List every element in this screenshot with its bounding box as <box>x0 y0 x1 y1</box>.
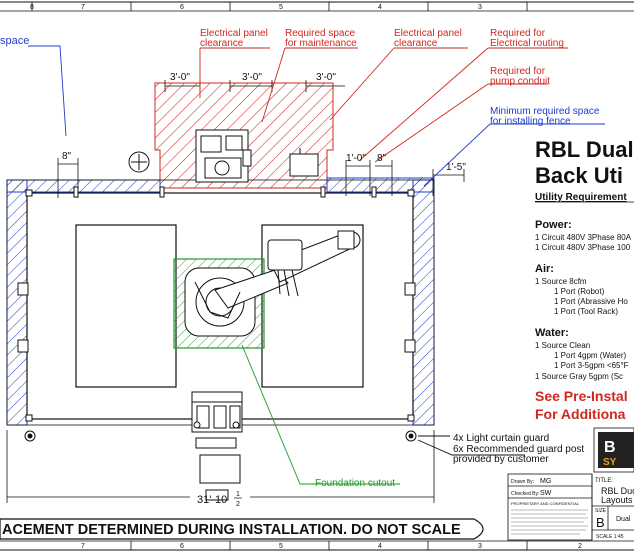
power-item: 1 Circuit 480V 3Phase 100 <box>535 243 631 252</box>
confidential-fine-print <box>511 509 588 535</box>
callout-electrical-routing: Electrical routing <box>490 38 564 49</box>
logo-bottom: SY <box>603 457 617 468</box>
power-item: 1 Circuit 480V 3Phase 80A <box>535 233 632 242</box>
fence-zone-left <box>6 179 28 426</box>
size-value: B <box>596 515 605 530</box>
callout-guard-post: provided by customer <box>453 454 549 465</box>
dimension-label: 8" <box>62 151 72 162</box>
drawn-by-value: MG <box>540 478 551 485</box>
col-number: 5 <box>279 543 283 550</box>
drawn-by-label: Drawn By: <box>511 479 534 485</box>
col-number: 3 <box>478 543 482 550</box>
callout-guard-post: 6x Recommended guard post <box>453 444 584 455</box>
callout-light-curtain: 4x Light curtain guard <box>453 433 549 444</box>
callout-panel-clearance-right: Electrical panel <box>394 28 462 39</box>
size-label: SIZE <box>595 508 607 514</box>
water-source: 1 Source Clean <box>535 341 590 350</box>
confidential-heading: PROPRIETARY AND CONFIDENTIAL <box>511 501 580 506</box>
utility-requirements: RBL Dual Back Uti Utility Requirement Po… <box>535 137 634 422</box>
callout-panel-clearance-right: clearance <box>394 38 438 49</box>
col-number: 4 <box>378 543 382 550</box>
placement-banner: ACEMENT DETERMINED DURING INSTALLATION. … <box>0 518 484 540</box>
title-value: RBL Duc <box>601 486 634 496</box>
col-number: 2 <box>578 543 582 550</box>
overall-dimension-fraction: 2 <box>236 501 240 508</box>
col-number: 8 <box>30 4 34 11</box>
water-heading: Water: <box>535 327 569 339</box>
air-heading: Air: <box>535 263 554 275</box>
fence-zone-right <box>412 179 435 426</box>
banner-text: ACEMENT DETERMINED DURING INSTALLATION. … <box>2 522 461 538</box>
title-label: TITLE: <box>595 478 613 484</box>
callout-left-space: space <box>0 35 29 47</box>
work-table-left <box>75 224 177 388</box>
col-number: 6 <box>180 4 184 11</box>
dimension-label: 3'-0" <box>242 72 262 83</box>
title-value: Layouts <box>601 495 633 505</box>
see-note: See Pre-Instal <box>535 388 628 404</box>
callout-text-group: space Electrical panel clearance Require… <box>0 28 600 489</box>
water-item: 1 Port 3-5gpm <65°F <box>554 361 629 370</box>
dimension-label: 8" <box>377 153 387 164</box>
leader-line-green <box>241 344 400 485</box>
col-number: 6 <box>180 543 184 550</box>
callout-fence-space: Minimum required space <box>490 106 600 117</box>
dimension-lines <box>6 80 465 503</box>
water-gray: 1 Source Gray 5gpm (Sc <box>535 372 623 381</box>
title-line-1: RBL Dual <box>535 137 634 162</box>
robot <box>184 230 361 337</box>
title-line-2: Back Uti <box>535 163 623 188</box>
compressor <box>128 151 150 173</box>
overall-dimension: 31'-10 <box>197 494 227 506</box>
logo-box <box>598 432 634 468</box>
dimension-label: 1'-5" <box>446 162 466 173</box>
col-number: 7 <box>81 4 85 11</box>
callout-foundation: Foundation cutout <box>315 478 395 489</box>
col-number: 7 <box>81 543 85 550</box>
col-number: 4 <box>378 4 382 11</box>
dwg-value: Dual <box>616 516 631 523</box>
air-item: 1 Port (Tool Rack) <box>554 307 618 316</box>
dimension-text-group: 3'-0" 3'-0" 3'-0" 8" 1'-0" 8" 1'-5" 31'-… <box>62 72 466 508</box>
callout-panel-clearance-left: clearance <box>200 38 244 49</box>
power-heading: Power: <box>535 219 572 231</box>
see-note: For Additiona <box>535 406 626 422</box>
pump-unit <box>289 148 319 177</box>
checked-by-label: Checked By: <box>511 491 539 497</box>
callout-pump-conduit: Required for <box>490 66 546 77</box>
callout-maintenance-space: Required space <box>285 28 355 39</box>
electrical-panel <box>195 129 252 183</box>
col-number: 5 <box>279 4 283 11</box>
leader-lines-black <box>417 435 525 456</box>
water-item: 1 Port 4gpm (Water) <box>554 351 627 360</box>
callout-panel-clearance-left: Electrical panel <box>200 28 268 39</box>
air-item: 1 Port (Abrassive Ho <box>554 297 628 306</box>
logo-top: B <box>604 439 616 456</box>
light-curtains <box>17 282 417 442</box>
dimension-label: 3'-0" <box>316 72 336 83</box>
air-source: 1 Source 8cfm <box>535 277 587 286</box>
overall-dimension-fraction: 1 <box>236 491 240 498</box>
tool-rack <box>191 391 243 501</box>
dimension-label: 3'-0" <box>170 72 190 83</box>
utility-subtitle: Utility Requirement <box>535 192 627 203</box>
leader-lines-blue <box>28 45 605 187</box>
callout-fence-space: for installing fence <box>490 116 571 127</box>
leader-lines-red <box>199 47 568 163</box>
callout-electrical-routing: Required for <box>490 28 546 39</box>
callout-pump-conduit: pump conduit <box>490 76 550 87</box>
scale-label: SCALE 1:45 <box>596 534 624 540</box>
col-number: 3 <box>478 4 482 11</box>
air-item: 1 Port (Robot) <box>554 287 605 296</box>
callout-maintenance-space: for maintenance <box>285 38 357 49</box>
checked-by-value: SW <box>540 490 552 497</box>
dimension-label: 1'-0" <box>346 153 366 164</box>
